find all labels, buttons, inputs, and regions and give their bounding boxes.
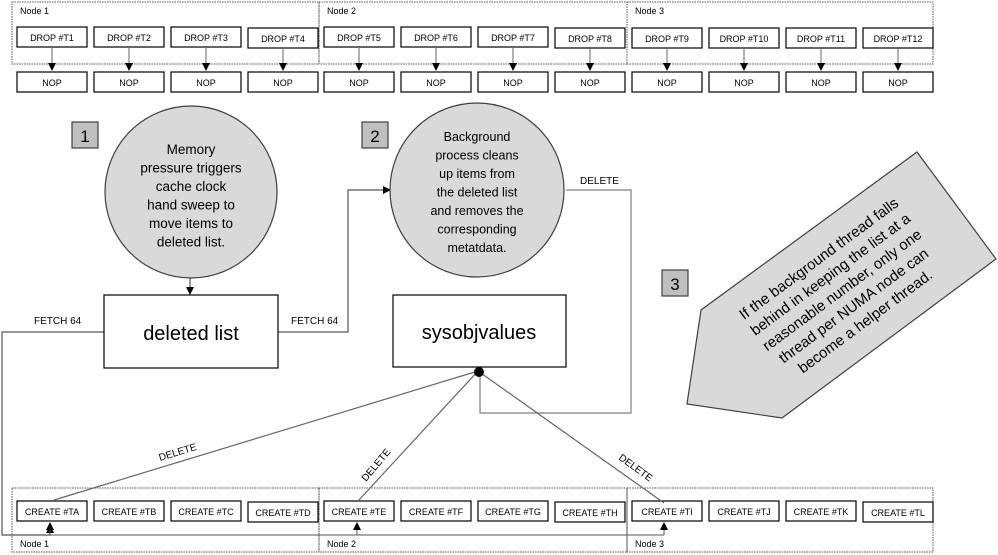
nop-label: NOP (657, 78, 677, 88)
create-label: CREATE #TE (332, 507, 387, 517)
nop-label: NOP (811, 78, 831, 88)
delete-ta-label: DELETE (158, 442, 199, 464)
create-label: CREATE #TJ (717, 507, 770, 517)
create-label: CREATE #TH (562, 508, 617, 518)
drop-label: DROP #T3 (184, 33, 228, 43)
edge-fetch-right (278, 190, 390, 332)
delete-ti-label: DELETE (616, 453, 654, 485)
edge-delete-ti (478, 371, 664, 503)
create-label: CREATE #TF (409, 507, 464, 517)
drop-label: DROP #T6 (414, 33, 458, 43)
nop-row: NOP NOP NOP NOP NOP NOP NOP NOP NOP NOP NOP NOP (17, 47, 933, 92)
bottom-node-containers: Node 1 CREATE #TA CREATE #TB CREATE #TC CREA… (12, 488, 933, 552)
step3-group: 3 If the background thread fallsbehind i… (662, 152, 996, 418)
nop-label: NOP (580, 78, 600, 88)
bubble-text-line: corresponding (437, 223, 516, 237)
bubble-text-line: move items to (149, 216, 233, 231)
step1-number: 1 (80, 127, 89, 146)
create-label: CREATE #TB (102, 507, 157, 517)
fetch-right-label: FETCH 64 (291, 316, 339, 327)
step3-number: 3 (670, 275, 679, 294)
bubble-text-line: Memory (167, 142, 216, 157)
drop-label: DROP #T9 (645, 34, 689, 44)
top-node-containers: Node 1 DROP #T1 DROP #T2 DROP #T3 DROP #T4 No… (12, 2, 933, 64)
step2-group: 2 Background process cleans up items from t… (362, 103, 564, 277)
nop-label: NOP (426, 78, 446, 88)
sysobjvalues-junction (474, 367, 484, 377)
edge-delete-te (359, 371, 478, 500)
bubble-text-line: metatdata. (447, 241, 506, 255)
edge-delete-ta (54, 371, 478, 500)
create-label: CREATE #TI (641, 507, 692, 517)
drop-label: DROP #T11 (797, 34, 845, 44)
bubble-text-line: deleted list. (157, 235, 225, 250)
delete-te-label: DELETE (360, 447, 394, 484)
create-label: CREATE #TA (25, 507, 79, 517)
deleted-list-label: deleted list (143, 323, 239, 345)
drop-label: DROP #T5 (337, 33, 381, 43)
step2-number: 2 (370, 127, 379, 146)
drop-label: DROP #T7 (491, 33, 535, 43)
top-node-label: Node 2 (327, 6, 356, 16)
bubble-text-line: cache clock (156, 179, 227, 194)
create-label: CREATE #TK (794, 507, 849, 517)
nop-label: NOP (503, 78, 523, 88)
create-label: CREATE #TD (255, 508, 311, 518)
bubble-text-line: up items from (439, 167, 515, 181)
bubble-text-line: hand sweep to (147, 198, 235, 213)
create-label: CREATE #TL (871, 508, 925, 518)
drop-label: DROP #T12 (874, 34, 923, 44)
nop-label: NOP (42, 78, 62, 88)
bubble-text-line: process cleans (435, 149, 518, 163)
step1-group: 1 Memory pressure triggers cache clock hand… (72, 106, 277, 278)
nop-label: NOP (888, 78, 908, 88)
create-label: CREATE #TC (178, 507, 234, 517)
drop-label: DROP #T4 (261, 34, 305, 44)
bottom-node-label: Node 3 (635, 539, 664, 549)
nop-label: NOP (273, 78, 293, 88)
drop-label: DROP #T2 (107, 33, 151, 43)
bubble-text-line: Background (444, 130, 511, 144)
bubble-text-line: and removes the (430, 204, 523, 218)
top-node-label: Node 3 (635, 6, 664, 16)
bottom-node-label: Node 2 (327, 539, 356, 549)
bubble-text-line: the deleted list (437, 186, 518, 200)
step2-text: Background process cleans up items from the… (430, 130, 523, 255)
nop-label: NOP (349, 78, 369, 88)
drop-label: DROP #T1 (30, 33, 74, 43)
drop-label: DROP #T8 (568, 34, 612, 44)
fetch-left-label: FETCH 64 (34, 316, 82, 327)
nop-label: NOP (196, 78, 216, 88)
bubble-text-line: pressure triggers (140, 161, 242, 176)
top-node-label: Node 1 (20, 6, 49, 16)
nop-label: NOP (734, 78, 754, 88)
create-label: CREATE #TG (485, 507, 541, 517)
delete-process-label: DELETE (580, 176, 619, 187)
drop-label: DROP #T10 (720, 34, 769, 44)
bottom-node-label: Node 1 (20, 539, 49, 549)
sysobjvalues-label: sysobjvalues (422, 322, 537, 344)
nop-label: NOP (119, 78, 139, 88)
